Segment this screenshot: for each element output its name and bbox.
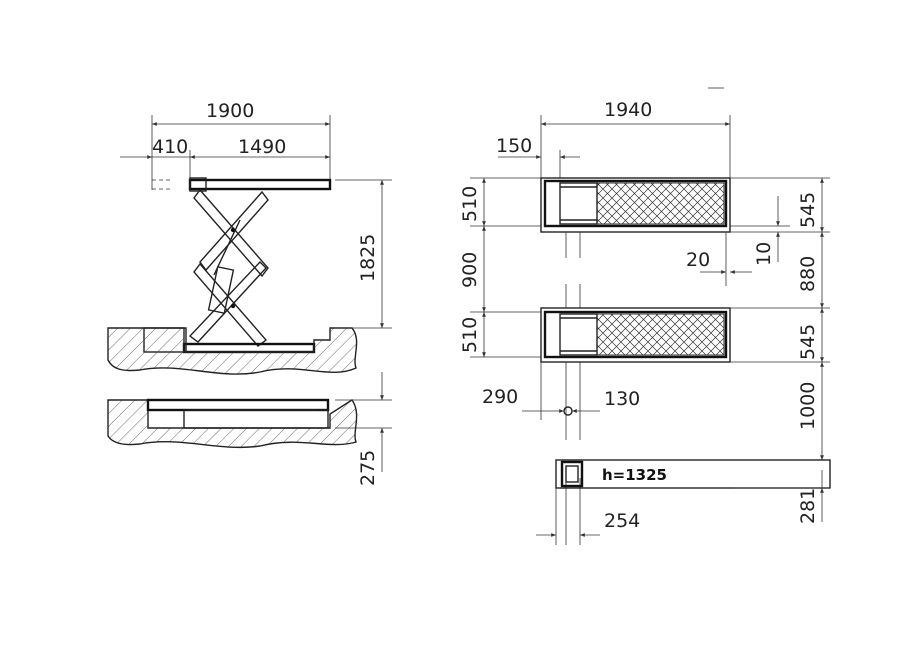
platform-2 (543, 310, 728, 359)
dim-side-max-height: 1825 (357, 234, 379, 282)
dim-top-platform-width-1: 510 (459, 186, 481, 222)
dim-top-edge-20: 20 (686, 249, 710, 271)
dim-side-offset: 410 (152, 136, 188, 158)
dim-side-lowered-height: 275 (357, 450, 379, 486)
dim-top-pit-gap: 880 (797, 256, 819, 292)
platform-1 (543, 179, 728, 228)
lift-base (182, 342, 316, 354)
centre-rails (563, 232, 581, 545)
dim-top-pit-width-1: 545 (797, 192, 819, 228)
lift-platform-lowered (146, 398, 330, 412)
pit-outline-2 (540, 307, 731, 363)
dim-top-pivot-offset: 290 (482, 386, 518, 408)
dim-bottom-box-offset: 254 (604, 510, 640, 532)
lift-platform (188, 178, 332, 191)
ground-section-lowered (107, 399, 358, 449)
ground-section-raised (107, 327, 358, 375)
dim-top-pit-width-2: 545 (797, 324, 819, 360)
top-view: 1940 150 (459, 87, 831, 545)
scissor-mechanism (188, 188, 269, 347)
control-box (555, 459, 831, 489)
dim-top-gap-between: 900 (459, 252, 481, 288)
dim-top-pivot-130: 130 (604, 388, 640, 410)
dim-top-total-length: 1940 (604, 99, 652, 121)
dim-top-front-offset: 150 (496, 135, 532, 157)
dim-bottom-box-height: 281 (797, 488, 819, 524)
dim-top-edge-10: 10 (753, 242, 775, 266)
dim-side-platform-length: 1490 (238, 136, 286, 158)
side-view: 1900 410 1490 1825 (107, 100, 392, 486)
dim-side-total-width: 1900 (206, 100, 254, 122)
dim-top-track-clearance: 1000 (797, 382, 819, 430)
pit-outline-1 (540, 177, 731, 233)
control-box-label: h=1325 (602, 466, 667, 484)
dim-top-platform-width-2: 510 (459, 317, 481, 353)
pivot-point (563, 406, 573, 416)
